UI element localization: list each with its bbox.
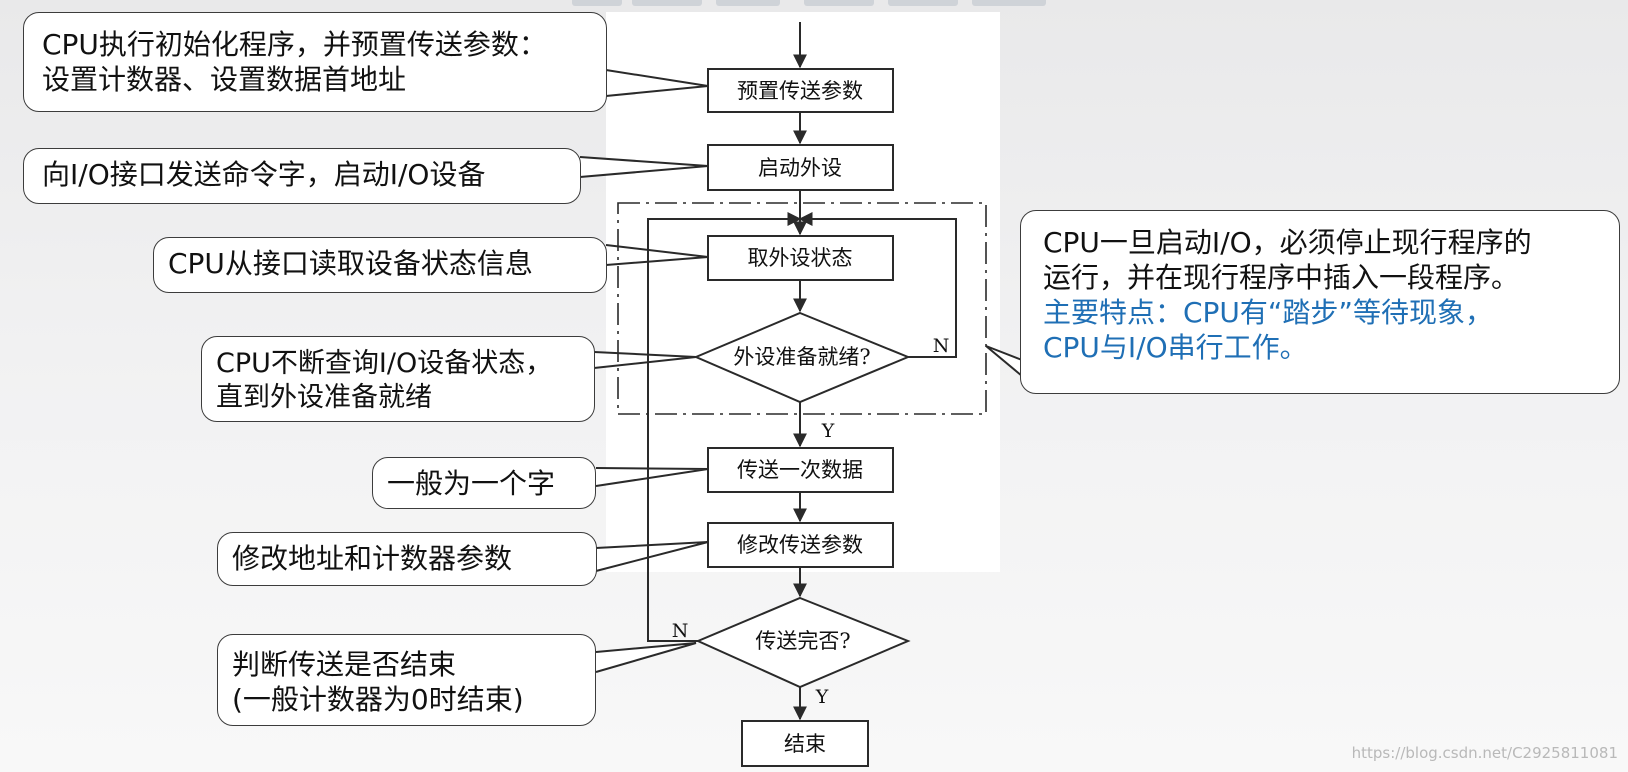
top-tab-strip [716, 0, 780, 6]
box-modify-params-label: 修改传送参数 [737, 533, 863, 557]
callout-line: CPU执行初始化程序，并预置传送参数： [42, 28, 547, 61]
box-read-status-label: 取外设状态 [748, 246, 853, 270]
box-end-label: 结束 [784, 732, 826, 756]
box-start-device-label: 启动外设 [758, 156, 842, 180]
ready-no-loop-line [798, 212, 957, 358]
box-transfer-once-label: 传送一次数据 [737, 458, 863, 482]
box-transfer-once [707, 447, 894, 493]
callout-pointer [593, 351, 697, 369]
summary-line-4: CPU与I/O串行工作。 [1043, 331, 1308, 364]
branch-label-done-yes: Y [815, 686, 829, 708]
top-tab-strip [804, 0, 874, 6]
branch-label-done-no: N [672, 620, 689, 642]
box-end [741, 720, 869, 767]
callout-pointer [595, 642, 697, 673]
top-tab-strip [632, 0, 702, 6]
callout-line: 一般为一个字 [387, 467, 556, 500]
box-preset-params [707, 68, 894, 113]
watermark: https://blog.csdn.net/C2925811081 [1351, 744, 1618, 762]
callout-line: CPU从接口读取设备状态信息 [168, 247, 533, 280]
callout-device-ready: CPU不断查询I/O设备状态， 直到外设准备就绪 [201, 336, 595, 422]
callout-line: 设置计数器、设置数据首地址 [42, 63, 407, 96]
callout-read-status: CPU从接口读取设备状态信息 [153, 237, 607, 293]
callout-summary: CPU一旦启动I/O，必须停止现行程序的 运行，并在现行程序中插入一段程序。 主… [1020, 210, 1620, 394]
callout-line: 修改地址和计数器参数 [232, 542, 513, 575]
callout-modify-params: 修改地址和计数器参数 [217, 532, 597, 586]
callout-pointer [579, 156, 709, 178]
done-no-loop-line [647, 212, 802, 642]
box-read-status [707, 235, 894, 281]
callout-transfer-done: 判断传送是否结束 (一般计数器为0时结束) [217, 634, 596, 726]
top-tab-strip [888, 0, 958, 6]
callout-line: (一般计数器为0时结束) [232, 683, 524, 716]
branch-label-ready-yes: Y [821, 420, 835, 442]
decision-device-ready-label: 外设准备就绪? [733, 345, 870, 369]
callout-line: CPU不断查询I/O设备状态， [216, 348, 553, 379]
callout-line: 直到外设准备就绪 [216, 381, 432, 413]
decision-transfer-done [695, 596, 911, 689]
decision-transfer-done-label: 传送完否? [755, 629, 850, 653]
box-modify-params [707, 522, 894, 568]
box-start-device [707, 144, 894, 191]
callout-pointer [985, 345, 1023, 377]
callout-pointer [595, 541, 709, 572]
top-tab-strip [572, 0, 622, 6]
callout-line: 判断传送是否结束 [232, 648, 457, 681]
summary-line-2: 运行，并在现行程序中插入一段程序。 [1043, 261, 1520, 294]
top-tab-strip [972, 0, 1046, 6]
callout-pointer [605, 69, 709, 97]
box-preset-params-label: 预置传送参数 [737, 79, 863, 103]
branch-label-ready-no: N [933, 335, 950, 357]
callout-pointer [605, 244, 709, 266]
summary-line-3: 主要特点：CPU有“踏步”等待现象， [1043, 296, 1493, 329]
polling-loop-frame [617, 202, 987, 415]
decision-device-ready [693, 311, 911, 404]
callout-line: 向I/O接口发送命令字，启动I/O设备 [42, 158, 486, 191]
callout-pointer [595, 467, 709, 487]
callout-preset-params: CPU执行初始化程序，并预置传送参数： 设置计数器、设置数据首地址 [23, 12, 607, 112]
summary-line-1: CPU一旦启动I/O，必须停止现行程序的 [1043, 226, 1532, 259]
callout-transfer-once: 一般为一个字 [372, 457, 596, 509]
callout-start-device: 向I/O接口发送命令字，启动I/O设备 [23, 148, 581, 204]
